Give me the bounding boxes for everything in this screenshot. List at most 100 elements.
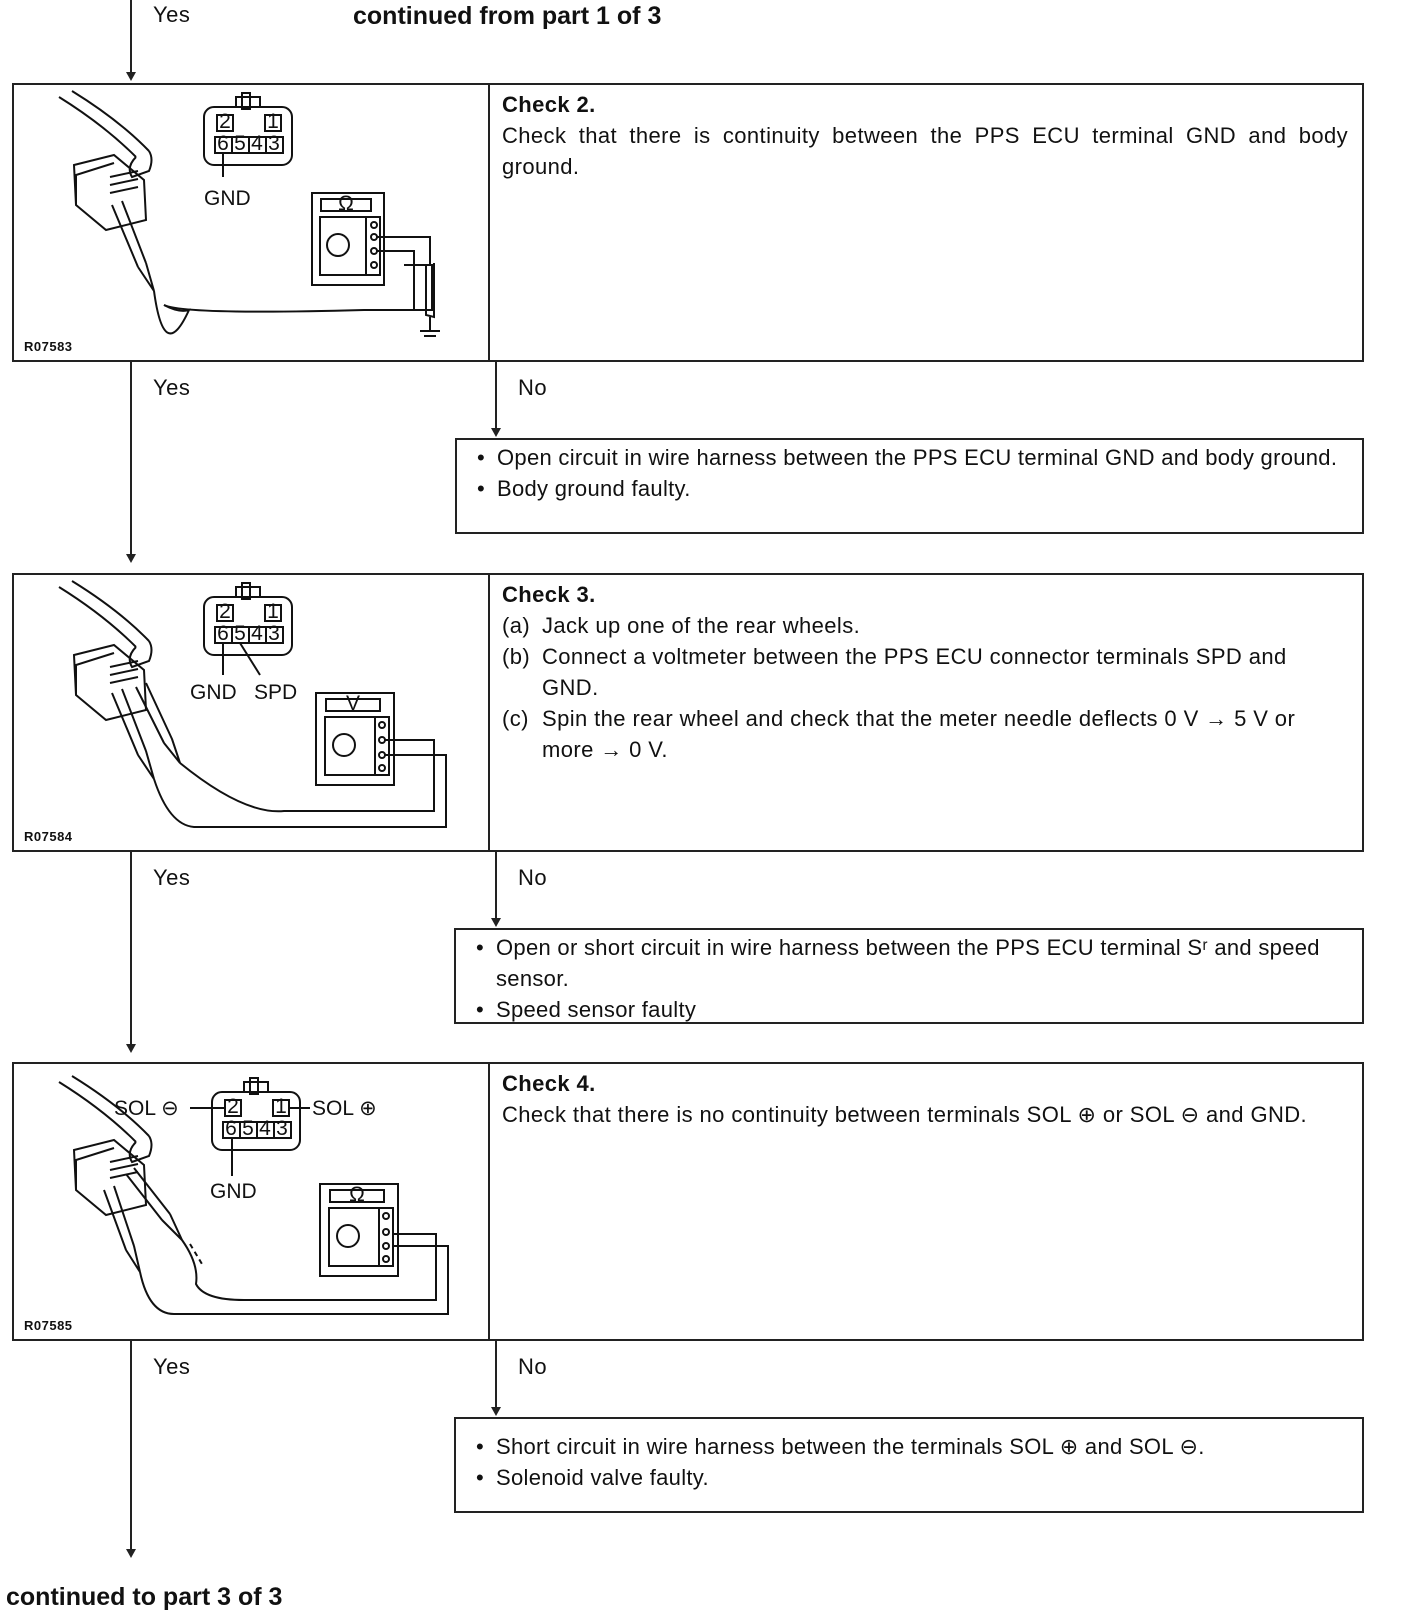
pin-6-label: 6 — [217, 622, 229, 645]
bullet-icon: • — [477, 445, 486, 470]
pin-2-label: 2 — [227, 1095, 239, 1118]
pin-1-label: 1 — [275, 1095, 287, 1118]
gnd-label: GND — [190, 681, 237, 704]
result-item: • Speed sensor faulty — [476, 994, 1344, 1025]
check-2-text: Check 2. Check that there is continuity … — [502, 89, 1348, 182]
flow-arrow-no-2 — [491, 428, 501, 437]
flow-line-no-3 — [495, 852, 497, 924]
figure-code: R07584 — [24, 829, 73, 844]
check-4-body: Check that there is no continuity betwee… — [502, 1102, 1308, 1127]
check-4-result-box: • Short circuit in wire harness between … — [454, 1417, 1364, 1513]
no-label-check-4: No — [518, 1354, 548, 1379]
ohm-symbol: Ω — [349, 1183, 365, 1206]
flow-arrow-yes-2 — [126, 554, 136, 563]
bullet-icon: • — [476, 1434, 485, 1459]
result-text: Solenoid valve faulty. — [496, 1465, 709, 1490]
check-2-title: Check 2. — [502, 92, 596, 117]
continued-from-heading: continued from part 1 of 3 — [353, 2, 662, 30]
flow-line-yes-2 — [130, 362, 132, 556]
check-4-title: Check 4. — [502, 1071, 596, 1096]
check-4-box: 2 1 6 5 4 3 SOL ⊖ SOL ⊕ GND Ω R07585 Che… — [12, 1062, 1364, 1341]
gnd-label: GND — [210, 1180, 257, 1203]
no-label-check-2: No — [518, 375, 548, 400]
pin-2-label: 2 — [219, 110, 231, 133]
check-step: (a) Jack up one of the rear wheels. — [502, 610, 1348, 641]
volt-symbol: V — [346, 692, 360, 715]
pin-3-label: 3 — [268, 622, 280, 645]
result-item: • Body ground faulty. — [477, 473, 1344, 504]
pin-1-label: 1 — [267, 600, 279, 623]
pin-3-label: 3 — [276, 1117, 288, 1140]
check-step: (b) Connect a voltmeter between the PPS … — [502, 641, 1348, 703]
step-letter: (a) — [502, 613, 531, 638]
pin-3-label: 3 — [268, 132, 280, 155]
pin-5-label: 5 — [234, 622, 246, 645]
yes-label-check-4: Yes — [153, 1354, 191, 1379]
pin-4-label: 4 — [251, 132, 263, 155]
spd-label: SPD — [254, 681, 297, 704]
result-item: • Open circuit in wire harness between t… — [477, 442, 1344, 473]
voltmeter-test-illustration: 2 1 6 5 4 3 GND SPD V — [58, 580, 447, 828]
result-text: Open circuit in wire harness between the… — [497, 445, 1338, 470]
flow-arrow-yes-3 — [126, 1044, 136, 1053]
check-step: (c) Spin the rear wheel and check that t… — [502, 703, 1348, 765]
check-2-body: Check that there is continuity between t… — [502, 123, 1348, 179]
check-2-figure: 2 1 6 5 4 3 GND Ω R07583 — [14, 85, 490, 360]
no-label-check-3: No — [518, 865, 548, 890]
bullet-icon: • — [476, 935, 485, 960]
check-4-text: Check 4. Check that there is no continui… — [502, 1068, 1348, 1130]
ohm-symbol: Ω — [338, 192, 354, 215]
flow-arrow-no-3 — [491, 918, 501, 927]
step-text: Connect a voltmeter between the PPS ECU … — [542, 644, 1287, 700]
gnd-label: GND — [204, 187, 251, 210]
pin-6-label: 6 — [217, 132, 229, 155]
bullet-icon: • — [477, 476, 486, 501]
step-letter: (b) — [502, 644, 531, 669]
yes-label-check-3: Yes — [153, 865, 191, 890]
step-letter: (c) — [502, 706, 529, 731]
result-item: • Open or short circuit in wire harness … — [476, 932, 1344, 994]
figure-code: R07585 — [24, 1318, 73, 1333]
check-3-box: 2 1 6 5 4 3 GND SPD V R07584 Check 3. (a… — [12, 573, 1364, 852]
flow-line-no-2 — [495, 362, 497, 434]
result-text: Short circuit in wire harness between th… — [496, 1434, 1205, 1459]
yes-label-top: Yes — [153, 2, 191, 27]
pin-4-label: 4 — [251, 622, 263, 645]
result-item: • Short circuit in wire harness between … — [476, 1431, 1344, 1462]
pin-2-label: 2 — [219, 600, 231, 623]
continuity-test-illustration: 2 1 6 5 4 3 GND Ω — [58, 90, 440, 337]
result-item: • Solenoid valve faulty. — [476, 1462, 1344, 1493]
yes-label-check-2: Yes — [153, 375, 191, 400]
check-2-box: 2 1 6 5 4 3 GND Ω R07583 Check 2. Check … — [12, 83, 1364, 362]
result-text: Open or short circuit in wire harness be… — [496, 935, 1320, 991]
sol-plus-label: SOL ⊕ — [312, 1097, 377, 1120]
flow-line-yes-3 — [130, 852, 132, 1046]
step-text: Spin the rear wheel and check that the m… — [542, 706, 1296, 762]
result-text: Body ground faulty. — [497, 476, 691, 501]
pin-5-label: 5 — [242, 1117, 254, 1140]
pin-4-label: 4 — [259, 1117, 271, 1140]
check-3-result-box: • Open or short circuit in wire harness … — [454, 928, 1364, 1024]
check-4-figure: 2 1 6 5 4 3 SOL ⊖ SOL ⊕ GND Ω R07585 — [14, 1064, 490, 1339]
check-2-result-box: • Open circuit in wire harness between t… — [455, 438, 1364, 534]
result-text: Speed sensor faulty — [496, 997, 697, 1022]
sol-minus-label: SOL ⊖ — [114, 1097, 179, 1120]
bullet-icon: • — [476, 997, 485, 1022]
pin-1-label: 1 — [267, 110, 279, 133]
check-3-title: Check 3. — [502, 582, 596, 607]
bullet-icon: • — [476, 1465, 485, 1490]
check-3-figure: 2 1 6 5 4 3 GND SPD V R07584 — [14, 575, 490, 850]
continued-to-heading: continued to part 3 of 3 — [6, 1583, 283, 1611]
flow-line-top — [130, 0, 132, 74]
pin-6-label: 6 — [225, 1117, 237, 1140]
step-text: Jack up one of the rear wheels. — [542, 613, 861, 638]
flow-line-no-4 — [495, 1341, 497, 1413]
flow-arrow-top — [126, 72, 136, 81]
pin-5-label: 5 — [234, 132, 246, 155]
figure-code: R07583 — [24, 339, 73, 354]
solenoid-continuity-illustration: 2 1 6 5 4 3 SOL ⊖ SOL ⊕ GND Ω — [58, 1075, 449, 1315]
flow-arrow-yes-4 — [126, 1549, 136, 1558]
flow-arrow-no-4 — [491, 1407, 501, 1416]
flow-line-yes-4 — [130, 1341, 132, 1551]
check-3-text: Check 3. (a) Jack up one of the rear whe… — [502, 579, 1348, 765]
